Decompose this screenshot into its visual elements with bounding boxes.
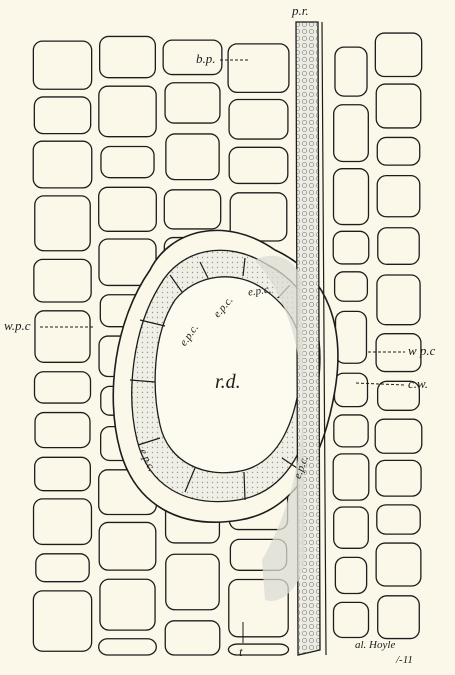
- tissue-cell: [334, 169, 369, 225]
- label-resin-duct: r.d.: [215, 372, 241, 392]
- tissue-cell: [378, 228, 419, 265]
- label-cell-wall: c.w.: [408, 377, 428, 390]
- tissue-cell: [100, 579, 155, 630]
- tissue-cell: [99, 522, 156, 570]
- tissue-cell: [334, 373, 367, 406]
- tissue-cell: [35, 457, 91, 490]
- tissue-cell: [34, 97, 90, 134]
- tissue-cell: [335, 557, 366, 593]
- tissue-cell: [33, 591, 91, 651]
- tissue-cell: [166, 554, 219, 609]
- tissue-cell: [229, 147, 288, 183]
- tissue-cell: [378, 596, 420, 639]
- tissue-cell: [36, 554, 89, 582]
- tissue-cell: [333, 454, 369, 500]
- tissue-cell: [229, 100, 288, 140]
- tissue-cell: [334, 507, 369, 548]
- tissue-cell: [333, 602, 368, 637]
- tissue-cell: [166, 134, 219, 180]
- tissue-cell: [334, 415, 368, 447]
- tissue-cell: [34, 499, 92, 545]
- tissue-cell: [376, 460, 421, 496]
- tissue-cell: [375, 419, 422, 453]
- label-phloem-ray: p.r.: [292, 4, 309, 17]
- label-bordered-pit: b.p.: [196, 52, 216, 65]
- tissue-cell: [377, 137, 419, 165]
- artist-signature: al. Hoyle: [355, 640, 395, 651]
- tissue-cell: [165, 621, 220, 655]
- tissue-cell: [34, 259, 91, 302]
- tissue-cell: [376, 543, 421, 586]
- tissue-cell: [335, 47, 367, 96]
- tissue-cell: [33, 141, 92, 188]
- tissue-cell: [335, 272, 368, 301]
- tissue-cell: [165, 83, 220, 123]
- tissue-cell: [336, 311, 367, 363]
- tissue-cell: [228, 44, 289, 92]
- tissue-cell: [375, 33, 421, 76]
- tissue-cell: [99, 86, 156, 136]
- tissue-cell: [164, 190, 220, 229]
- artist-signature-year: /-11: [396, 655, 413, 666]
- tissue-cell: [334, 105, 369, 162]
- tissue-cell: [34, 372, 90, 403]
- tissue-cell: [99, 187, 157, 231]
- label-wood-parenchyma-left: w.p.c: [4, 319, 30, 332]
- tissue-cell: [35, 311, 90, 362]
- tissue-cell: [377, 176, 420, 217]
- tissue-cell: [228, 644, 288, 655]
- tissue-cell: [33, 41, 91, 89]
- label-tracheid: t: [239, 645, 243, 658]
- tissue-cell: [333, 231, 369, 264]
- tissue-cell: [99, 639, 157, 655]
- label-wood-parenchyma-right: w p.c: [408, 344, 435, 357]
- tissue-cell: [376, 84, 421, 128]
- tissue-cell: [377, 505, 420, 534]
- tissue-cell: [35, 413, 90, 448]
- tissue-cell: [377, 275, 420, 325]
- tissue-cell: [35, 196, 90, 251]
- tissue-cell: [100, 36, 156, 77]
- tissue-cell: [101, 146, 154, 177]
